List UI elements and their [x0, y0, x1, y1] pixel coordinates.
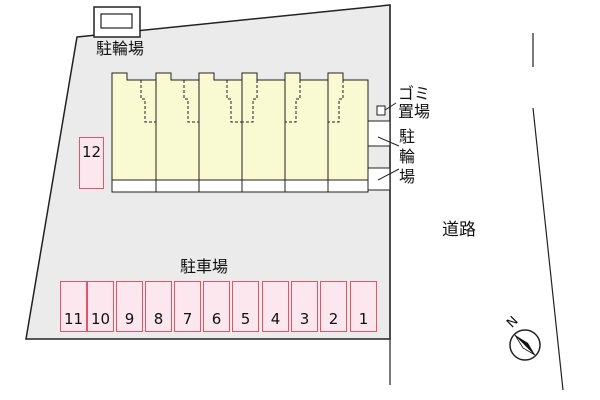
road-edge-right — [532, 107, 564, 391]
garbage-area-label-line1: ゴミ — [398, 84, 431, 103]
north-compass — [509, 329, 541, 361]
parking-space-6: 6 — [203, 281, 230, 332]
parking-space-8: 8 — [145, 281, 172, 332]
bicycle-parking-side-char-3: 場 — [399, 167, 416, 186]
bicycle-parking-side-char-2: 輪 — [399, 147, 416, 166]
building-balcony-strip — [111, 179, 369, 193]
bicycle-parking-top-label: 駐輪場 — [96, 39, 145, 58]
garbage-area-label: ゴミ 置場 — [398, 86, 430, 120]
parking-space-1: 1 — [350, 281, 377, 332]
bicycle-parking-side-char-1: 駐 — [399, 127, 416, 146]
parking-lot-label: 駐車場 — [180, 257, 229, 276]
parking-space-7: 7 — [174, 281, 201, 332]
parking-space-4: 4 — [262, 281, 289, 332]
parking-space-11: 11 — [60, 281, 87, 332]
garbage-area-label-line2: 置場 — [398, 102, 431, 121]
parking-space-12: 12 — [79, 137, 104, 189]
parking-space-9: 9 — [116, 281, 143, 332]
parking-space-10: 10 — [87, 281, 114, 332]
garbage-area — [376, 105, 386, 116]
parking-space-5: 5 — [232, 281, 259, 332]
parking-space-2: 2 — [320, 281, 347, 332]
bicycle-parking-side-label: 駐 輪 場 — [399, 129, 415, 185]
road-label: 道路 — [442, 220, 476, 240]
apartment-building — [111, 72, 369, 181]
parking-space-3: 3 — [291, 281, 318, 332]
bicycle-shed-side-upper — [367, 120, 391, 147]
